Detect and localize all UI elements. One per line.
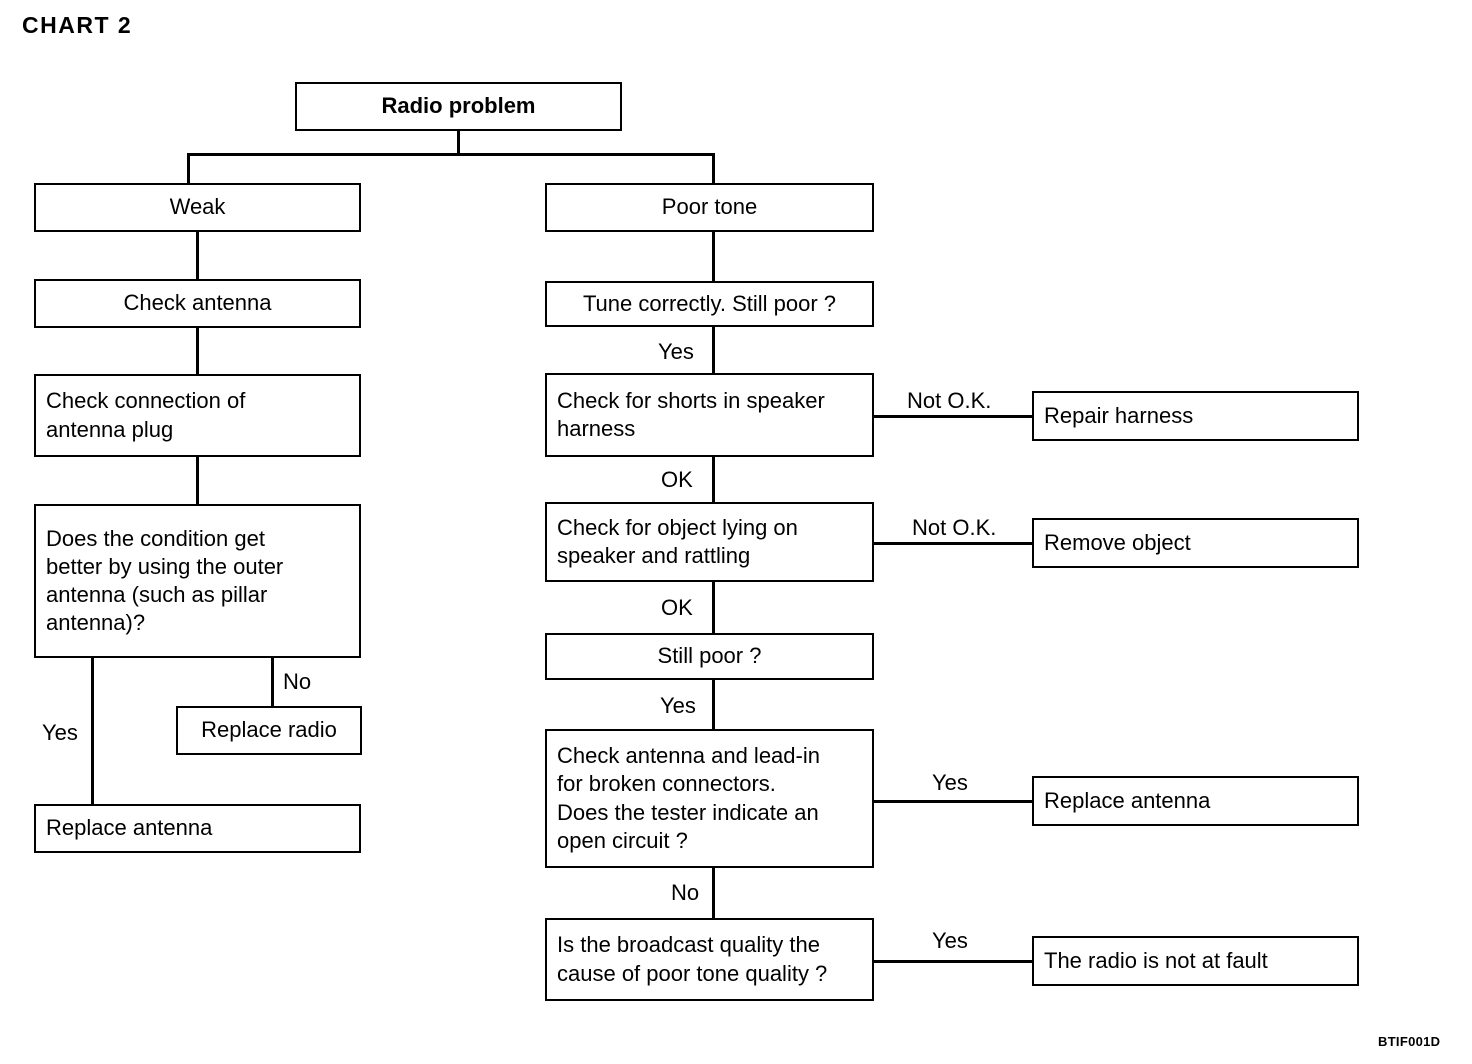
connector-check-shorts-to-repair-harness — [874, 415, 1033, 418]
connector-check-object-to-still-poor — [712, 581, 715, 633]
node-replace-radio[interactable]: Replace radio — [176, 706, 362, 755]
edge-label-lead-in-yes: Yes — [932, 770, 968, 795]
node-check-antenna[interactable]: Check antenna — [34, 279, 361, 328]
node-check-lead-in[interactable]: Check antenna and lead-in for broken con… — [545, 729, 874, 868]
connector-poor-tone-to-tune — [712, 231, 715, 281]
node-radio-not-at-fault[interactable]: The radio is not at fault — [1032, 936, 1359, 986]
connector-broadcast-to-radio-not-at-fault — [874, 960, 1033, 963]
node-condition-better-label: Does the condition get better by using t… — [46, 525, 284, 636]
node-check-object[interactable]: Check for object lying on speaker and ra… — [545, 502, 874, 582]
connector-check-lead-in-to-replace-antenna — [874, 800, 1033, 803]
node-check-object-label: Check for object lying on speaker and ra… — [557, 514, 798, 568]
node-check-connection[interactable]: Check connection of antenna plug — [34, 374, 361, 457]
edge-label-lead-in-no: No — [671, 880, 700, 905]
connector-condition-no — [271, 657, 274, 706]
edge-label-condition-yes: Yes — [42, 720, 78, 745]
footer-code: BTIF001D — [1378, 1034, 1441, 1049]
node-replace-antenna-right[interactable]: Replace antenna — [1032, 776, 1359, 826]
node-tune-correctly-label: Tune correctly. Still poor ? — [582, 290, 837, 316]
node-broadcast-quality[interactable]: Is the broadcast quality the cause of po… — [545, 918, 874, 1001]
page-title: CHART 2 — [22, 12, 133, 38]
node-still-poor[interactable]: Still poor ? — [545, 633, 874, 680]
node-remove-object-label: Remove object — [1044, 529, 1191, 555]
connector-radio-problem-down — [457, 131, 460, 155]
node-repair-harness[interactable]: Repair harness — [1032, 391, 1359, 441]
node-condition-better[interactable]: Does the condition get better by using t… — [34, 504, 361, 658]
node-still-poor-label: Still poor ? — [657, 643, 762, 669]
node-replace-antenna-left-label: Replace antenna — [46, 815, 213, 841]
node-check-shorts[interactable]: Check for shorts in speaker harness — [545, 373, 874, 457]
connector-check-object-to-remove-object — [874, 542, 1033, 545]
connector-still-poor-to-check-lead-in — [712, 679, 715, 729]
node-check-antenna-label: Check antenna — [123, 290, 272, 316]
edge-label-shorts-ok: OK — [661, 467, 693, 492]
node-replace-antenna-right-label: Replace antenna — [1044, 787, 1211, 813]
node-broadcast-quality-label: Is the broadcast quality the cause of po… — [557, 932, 828, 986]
node-radio-problem-label: Radio problem — [381, 93, 536, 119]
node-check-lead-in-label: Check antenna and lead-in for broken con… — [557, 743, 820, 853]
node-poor-tone[interactable]: Poor tone — [545, 183, 874, 232]
node-replace-antenna-left[interactable]: Replace antenna — [34, 804, 361, 853]
edge-label-broadcast-yes: Yes — [932, 928, 968, 953]
edge-label-object-notok: Not O.K. — [912, 515, 997, 540]
node-check-connection-label: Check connection of antenna plug — [46, 388, 246, 442]
edge-label-condition-no: No — [283, 669, 312, 694]
connector-to-weak — [187, 153, 190, 183]
connector-weak-to-check-antenna — [196, 232, 199, 279]
node-check-shorts-label: Check for shorts in speaker harness — [557, 387, 825, 441]
connector-check-connection-to-condition — [196, 457, 199, 504]
node-radio-problem[interactable]: Radio problem — [295, 82, 622, 131]
edge-label-tune-yes: Yes — [658, 339, 694, 364]
connector-condition-yes — [91, 657, 94, 804]
connector-to-poor-tone — [712, 153, 715, 183]
connector-tune-to-check-shorts — [712, 326, 715, 373]
node-radio-not-at-fault-label: The radio is not at fault — [1044, 947, 1268, 973]
edge-label-still-poor-yes: Yes — [660, 693, 696, 718]
node-weak-label: Weak — [169, 194, 226, 220]
connector-split-bar — [187, 153, 714, 156]
edge-label-object-ok: OK — [661, 595, 693, 620]
node-weak[interactable]: Weak — [34, 183, 361, 232]
edge-label-shorts-notok: Not O.K. — [907, 388, 992, 413]
node-poor-tone-label: Poor tone — [661, 194, 758, 220]
connector-check-antenna-to-check-connection — [196, 328, 199, 374]
node-remove-object[interactable]: Remove object — [1032, 518, 1359, 568]
node-tune-correctly[interactable]: Tune correctly. Still poor ? — [545, 281, 874, 327]
connector-check-lead-in-to-broadcast — [712, 867, 715, 918]
node-replace-radio-label: Replace radio — [201, 717, 337, 743]
node-repair-harness-label: Repair harness — [1044, 402, 1194, 428]
connector-check-shorts-to-check-object — [712, 456, 715, 503]
